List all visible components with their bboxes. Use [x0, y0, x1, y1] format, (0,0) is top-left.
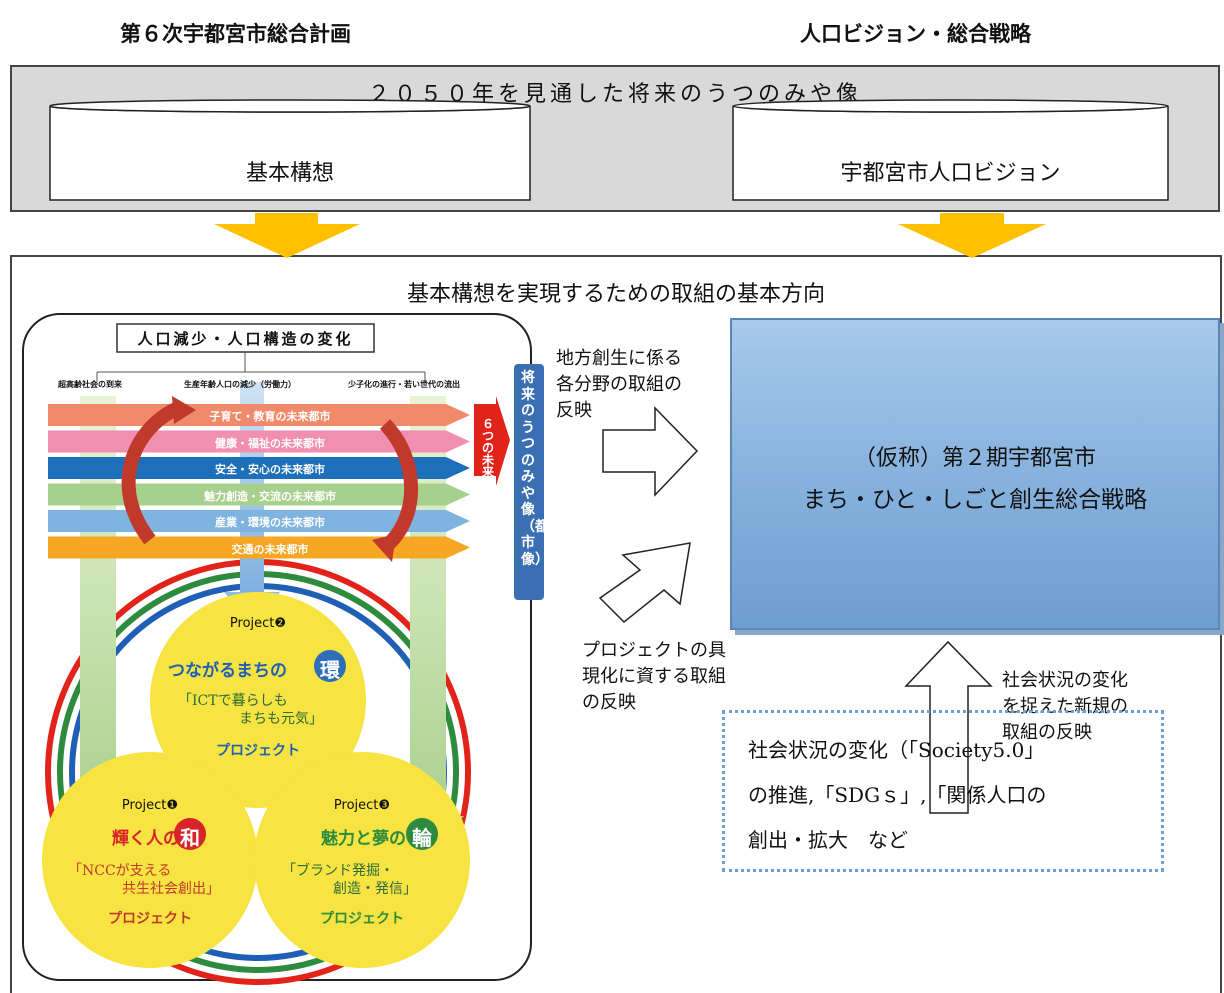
future-city-image-box — [514, 364, 544, 600]
strategy-title-line1: （仮称）第２期宇都宮市 — [853, 446, 1096, 471]
social-change-text: 社会状況の変化（「Society5.0」 の推進,「SDGｓ」,「関係人口の 創… — [748, 728, 1148, 863]
project-2-sub2: まちも元気」 — [239, 711, 323, 727]
ring-char-badge — [314, 650, 346, 682]
regional-note: 地方創生に係る 各分野の取組の 反映 — [556, 346, 726, 424]
project-3-number: Project❸ — [333, 798, 391, 813]
project-note-line: 現化に資する取組 — [582, 666, 726, 687]
future-city-image-label: 将来のうつのみや像（都市像） — [521, 370, 549, 568]
project-3-title: 魅力と夢の — [321, 829, 406, 849]
project-1-char: 和 — [180, 826, 200, 850]
col-label-birthrate: 少子化の進行・若い世代の流出 — [348, 380, 460, 389]
social-change-line: 創出・拡大 など — [748, 828, 908, 852]
project-1-footer: プロジェクト — [108, 911, 192, 927]
social-note-line: 社会状況の変化 — [1002, 670, 1128, 691]
social-change-line: 社会状況の変化（「Society5.0」 — [748, 738, 1045, 762]
regional-note-line: 地方創生に係る — [556, 348, 682, 369]
project-2-sub1: 「ICTで暮らしも — [178, 693, 288, 709]
project-1-circle — [42, 752, 258, 968]
social-change-box — [722, 710, 1164, 872]
project-2-char: 環 — [320, 658, 340, 682]
six-future-cities-arrow — [474, 396, 510, 486]
project-arrow — [598, 542, 691, 624]
population-vision-scroll — [732, 99, 1169, 201]
future-city-band — [48, 457, 470, 479]
social-change-arrow — [904, 640, 993, 814]
population-change-header: 人口減少・人口構造の変化 — [137, 330, 354, 348]
future-city-band-label: 産業・環境の未来都市 — [215, 516, 325, 529]
population-vision-label: 宇都宮市人口ビジョン — [840, 161, 1061, 186]
future-city-band — [48, 536, 470, 559]
project-note-line: プロジェクトの具 — [582, 640, 726, 661]
future-city-band-label: 安全・安心の未来都市 — [215, 463, 325, 476]
project-3-sub2: 創造・発信」 — [333, 881, 417, 897]
future-city-bands — [48, 404, 470, 559]
future-city-band — [48, 483, 470, 506]
project-3-footer: プロジェクト — [320, 911, 404, 927]
curved-arrow-left — [121, 401, 182, 545]
six-future-cities-label: ６つの未来都市 — [482, 417, 495, 503]
project-2-footer: プロジェクト — [216, 743, 300, 759]
yellow-down-arrow-right — [898, 213, 1046, 258]
loop-char-badge — [406, 818, 438, 850]
col-label-aging: 超高齢社会の到来 — [58, 380, 122, 389]
col-label-workforce: 生産年齢人口の減少（労働力） — [184, 380, 296, 389]
future-city-band-label: 子育て・教育の未来都市 — [209, 410, 331, 423]
project-1-title: 輝く人の — [112, 829, 180, 849]
comprehensive-strategy-box — [730, 318, 1220, 630]
project-2-circle — [150, 592, 366, 808]
strategy-title-line2: まち・ひと・しごと創生総合戦略 — [802, 487, 1148, 513]
regional-note-line: 反映 — [556, 400, 592, 421]
project-2-number: Project❷ — [229, 616, 287, 631]
future-city-band — [48, 510, 470, 532]
basic-direction-title: 基本構想を実現するための取組の基本方向 — [406, 282, 825, 307]
regional-arrow — [602, 406, 699, 497]
basic-concept-label: 基本構想 — [245, 161, 334, 186]
population-change-box — [116, 323, 375, 353]
header-general-plan: 第６次宇都宮市総合計画 — [120, 22, 351, 46]
basic-concept-scroll — [49, 99, 531, 201]
yellow-down-arrow-left — [214, 213, 360, 258]
project-1-sub2: 共生社会創出」 — [122, 881, 220, 897]
project-3-char: 輪 — [412, 826, 432, 850]
project-1-sub1: 「NCCが支える — [68, 863, 172, 879]
regional-note-line: 各分野の取組の — [556, 374, 682, 395]
harmony-char-badge — [174, 818, 206, 850]
project-1-number: Project❶ — [121, 798, 179, 813]
future-city-band-label: 健康・福祉の未来都市 — [215, 436, 325, 450]
social-change-line: の推進,「SDGｓ」,「関係人口の — [748, 783, 1047, 807]
project-2-title: つながるまちの — [168, 661, 287, 681]
future-city-band-label: 交通の未来都市 — [231, 542, 309, 556]
future-city-band — [48, 430, 470, 453]
project-3-circle — [254, 752, 470, 968]
header-population-vision: 人口ビジョン・総合戦略 — [800, 22, 1031, 46]
social-note-line: 取組の反映 — [1002, 722, 1092, 743]
future-city-band-label: 魅力創造・交流の未来都市 — [204, 489, 336, 503]
project-3-sub1: 「ブランド発掘・ — [282, 863, 394, 879]
project-note: プロジェクトの具 現化に資する取組 の反映 — [582, 638, 782, 716]
project-note-line: の反映 — [582, 692, 636, 713]
